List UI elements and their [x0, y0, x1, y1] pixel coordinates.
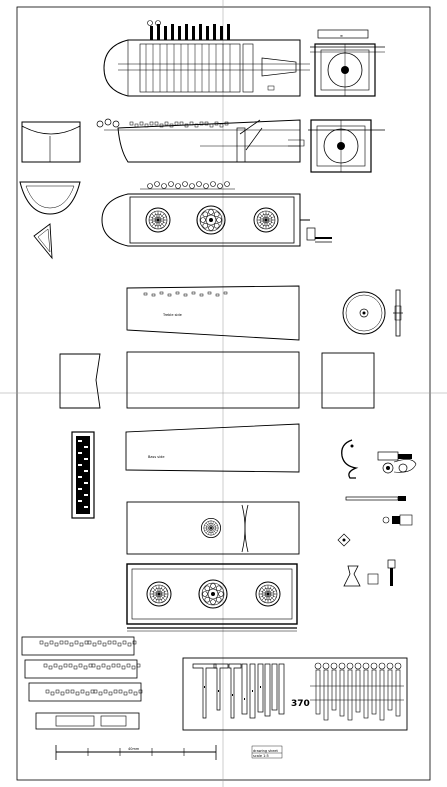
sheet-border: [16, 6, 431, 781]
end-view-top: ≡: [310, 29, 385, 97]
top-plate-single-rosette: [126, 501, 300, 555]
back-plate: [126, 351, 300, 409]
hardware-parts: [337, 439, 417, 587]
side-view-drawing: [96, 118, 305, 163]
side-panel-bass: Bass side: [125, 423, 300, 473]
top-plate-three-rosettes: [126, 563, 298, 632]
side-label-treble: Treble side: [162, 313, 182, 317]
triangle-brace: [33, 223, 53, 260]
end-block-left: [59, 353, 101, 409]
key-strips: [21, 636, 143, 730]
title-line-2: scale 1:5: [253, 754, 269, 758]
title-line-1: drawing sheet: [253, 749, 279, 753]
scale-bar-label: 40mm: [128, 747, 140, 751]
part-number-label: 370: [291, 699, 310, 709]
soundboard-plan-view: [101, 181, 332, 247]
half-round-part: [19, 181, 81, 215]
scale-bar: 40mm: [55, 745, 217, 760]
keyboard-strip: [71, 431, 95, 519]
side-panel-treble: Treble side: [126, 285, 300, 341]
side-label-bass: Bass side: [148, 455, 164, 459]
svg-text:≡: ≡: [340, 34, 343, 38]
title-block: drawing sheet scale 1:5: [251, 745, 283, 759]
tailpiece-box: [21, 121, 81, 163]
keys-detail-panel: 370: [182, 657, 408, 731]
top-view-drawing: [103, 20, 310, 97]
end-view-bottom: [308, 119, 385, 173]
wheel-drawing: [342, 289, 403, 337]
end-block-right: [321, 352, 375, 409]
